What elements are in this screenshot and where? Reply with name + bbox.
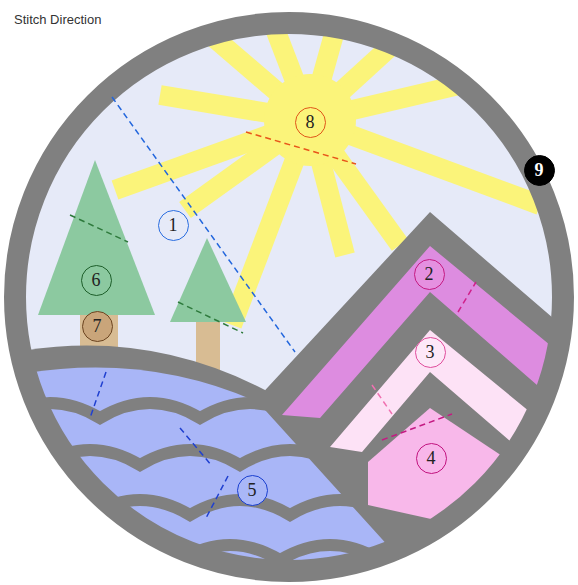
stitch-line <box>90 372 106 418</box>
callout-number: 3 <box>415 337 446 368</box>
tree <box>170 238 246 322</box>
wave-line <box>40 450 340 465</box>
stitch-line <box>70 215 128 242</box>
callout-number: 8 <box>295 107 326 138</box>
stitch-line <box>178 302 243 333</box>
stitch-line <box>180 428 212 466</box>
stitch-line <box>246 132 356 164</box>
mountain-band <box>282 246 556 418</box>
caption-label: Stitch Direction <box>14 12 101 27</box>
callout-number: 4 <box>416 443 447 474</box>
tree <box>38 160 155 315</box>
stitch-line <box>205 476 228 520</box>
callout-number: 5 <box>237 475 268 506</box>
hoop-ring <box>15 23 563 571</box>
stitch-line <box>372 385 392 414</box>
callout-number: 7 <box>82 311 113 342</box>
callout-number: 9 <box>524 155 555 186</box>
stitch-line <box>458 282 476 312</box>
callout-number: 6 <box>81 265 112 296</box>
stitch-direction-line <box>112 97 295 352</box>
stitch-line <box>382 414 452 440</box>
callout-number: 2 <box>414 259 445 290</box>
callout-number: 1 <box>158 210 189 241</box>
sun-disc <box>264 74 356 166</box>
